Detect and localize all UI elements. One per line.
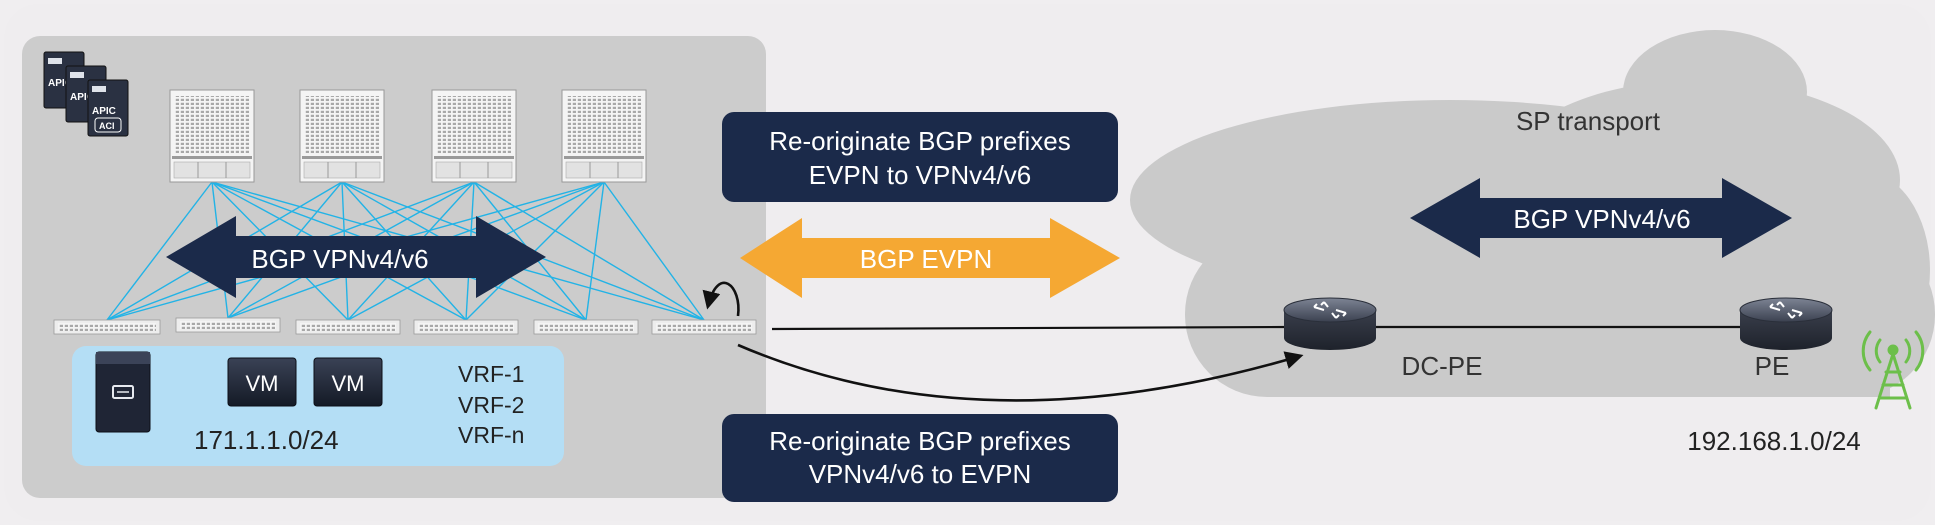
- apic-label: APIC: [92, 106, 116, 117]
- dc-pe-label: DC-PE: [1402, 351, 1483, 381]
- sp-bgp-label: BGP VPNv4/v6: [1513, 204, 1690, 234]
- leaf-switch-6: [651, 319, 757, 335]
- leaf-switch-1: [53, 319, 161, 335]
- reoriginate-vpn-to-evpn-box: [722, 414, 1118, 502]
- bgp-evpn-label: BGP EVPN: [860, 244, 992, 274]
- apic-label: APIC: [48, 78, 72, 89]
- dc-to-dcpe-link: [771, 325, 1289, 331]
- leaf-switch-5: [533, 319, 639, 335]
- fabric-link-s1-l1: [106, 181, 213, 321]
- fabric-link-s4-l6: [603, 181, 705, 321]
- sp-transport-label: SP transport: [1516, 106, 1661, 136]
- fabric-bgp-label: BGP VPNv4/v6: [251, 244, 428, 274]
- leaf-switch-2: [175, 317, 281, 333]
- spine-switch-1: [169, 89, 255, 183]
- vrf-label-2: VRF-2: [458, 392, 524, 418]
- spine-switch-2: [299, 89, 385, 183]
- reoriginate-evpn-to-vpn-box: [722, 112, 1118, 202]
- fabric-bgp-double-arrow: [166, 216, 546, 298]
- leaf-switch-4: [413, 319, 519, 335]
- dc-subnet-label: 171.1.1.0/24: [194, 425, 339, 455]
- apic-controller-icon: APIC APIC APIC ACI: [43, 51, 129, 137]
- aci-label: ACI: [99, 121, 115, 131]
- pe-label: PE: [1755, 351, 1790, 381]
- pe-router-icon: [1739, 297, 1833, 350]
- radio-tower-icon: [1861, 330, 1925, 410]
- spine-switch-4: [561, 89, 647, 183]
- vrf-label-3: VRF-n: [458, 422, 524, 448]
- loopback-arrow: [702, 281, 740, 317]
- sp-bgp-double-arrow: [1410, 178, 1792, 258]
- leaf-switch-3: [295, 319, 401, 335]
- fabric-link-s3-l6: [473, 181, 705, 321]
- fabric-link-s4-l5: [585, 181, 605, 321]
- bgp-evpn-double-arrow: [740, 218, 1120, 298]
- vm-label-1: VM: [246, 371, 279, 396]
- reoriginate-top-line1: Re-originate BGP prefixes: [769, 126, 1071, 156]
- vrf-label-1: VRF-1: [458, 361, 524, 387]
- spine-switch-3: [431, 89, 517, 183]
- server-icon: [95, 351, 151, 433]
- vm-icon-1: VM: [227, 357, 297, 407]
- reoriginate-bottom-line2: VPNv4/v6 to EVPN: [809, 459, 1032, 489]
- vm-label-2: VM: [332, 371, 365, 396]
- vm-icon-2: VM: [313, 357, 383, 407]
- remote-subnet-label: 192.168.1.0/24: [1687, 426, 1861, 456]
- reoriginate-top-line2: EVPN to VPNv4/v6: [809, 160, 1032, 190]
- reoriginate-curved-arrow: [737, 343, 1304, 402]
- reoriginate-bottom-line1: Re-originate BGP prefixes: [769, 426, 1071, 456]
- dc-pe-router-icon: [1283, 297, 1377, 350]
- apic-label: APIC: [70, 92, 94, 103]
